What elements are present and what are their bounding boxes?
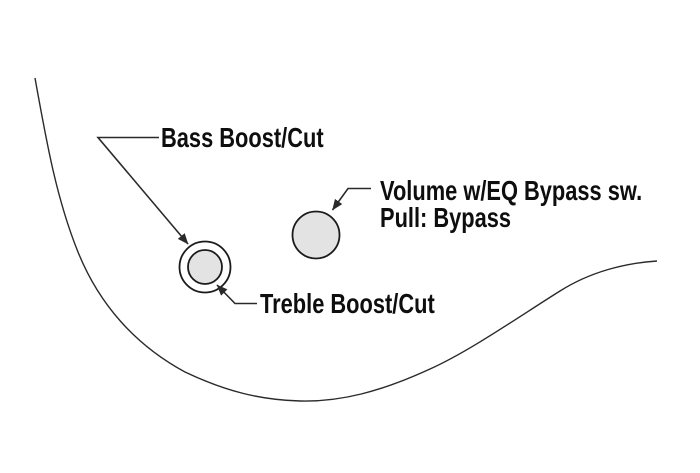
volume-knob — [291, 210, 341, 260]
volume-label: Volume w/EQ Bypass sw. Pull: Bypass — [380, 175, 643, 233]
volume-label-line1: Volume w/EQ Bypass sw. — [380, 175, 643, 206]
stacked-knob-inner — [187, 249, 223, 285]
treble-boost-cut-label: Treble Boost/Cut — [260, 288, 435, 319]
guitar-body-edge-curve — [34, 77, 658, 402]
volume-leader-arrow — [331, 187, 371, 211]
bass-leader-arrow — [96, 136, 189, 245]
treble-leader-arrow — [216, 284, 257, 305]
volume-label-line2: Pull: Bypass — [380, 202, 512, 233]
bass-boost-cut-label: Bass Boost/Cut — [161, 122, 324, 153]
